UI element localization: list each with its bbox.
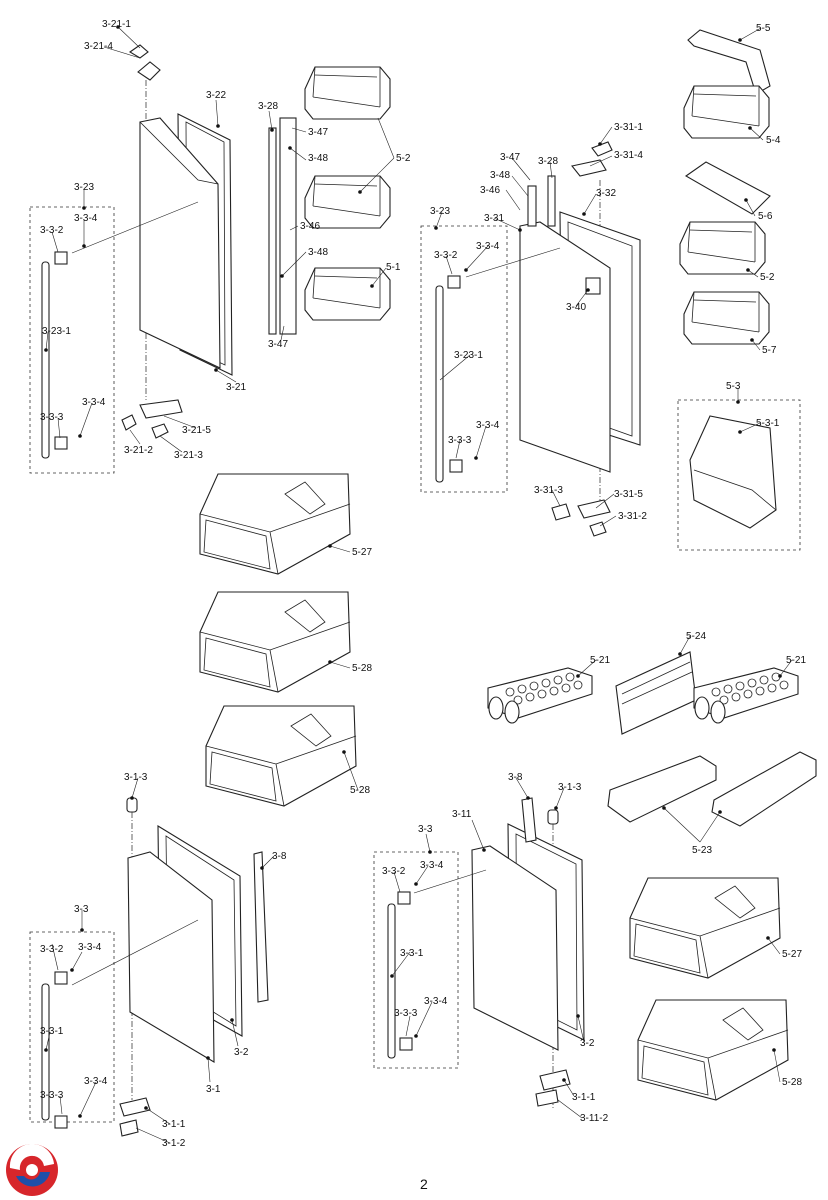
label-5-7: 5-7 [762, 345, 777, 356]
leader-dots [44, 25, 782, 1118]
label-5-6: 5-6 [758, 211, 773, 222]
label-3-22: 3-22 [206, 90, 226, 101]
label-3-23-1-b: 3-23-1 [454, 350, 483, 361]
label-3-31-2: 3-31-2 [618, 511, 647, 522]
label-3-1-1-b: 3-1-1 [572, 1092, 596, 1103]
label-3-1-2: 3-1-2 [162, 1138, 186, 1149]
label-3-23-a: 3-23 [74, 182, 94, 193]
label-3-3-4-g: 3-3-4 [420, 860, 444, 871]
label-3-3-4-e: 3-3-4 [78, 942, 102, 953]
label-5-1: 5-1 [386, 262, 401, 273]
label-5-4: 5-4 [766, 135, 781, 146]
label-3-1-3-a: 3-1-3 [124, 772, 148, 783]
label-3-3-4-a: 3-3-4 [74, 213, 98, 224]
label-5-28-c: 5-28 [782, 1077, 802, 1088]
label-3-3-4-h: 3-3-4 [424, 996, 448, 1007]
label-3-46-b: 3-46 [480, 185, 500, 196]
brand-logo [6, 1143, 58, 1196]
label-3-31-3: 3-31-3 [534, 485, 563, 496]
label-3-23-b: 3-23 [430, 206, 450, 217]
crisper-drawers-group [199, 473, 357, 807]
label-3-31: 3-31 [484, 213, 504, 224]
label-3-21-1: 3-21-1 [102, 19, 131, 30]
label-3-31-4: 3-31-4 [614, 150, 643, 161]
label-3-47-c: 3-47 [500, 152, 520, 163]
label-3-21-3: 3-21-3 [174, 450, 203, 461]
label-3-28-b: 3-28 [538, 156, 558, 167]
bottom-right-door-assembly [373, 797, 585, 1110]
label-5-2-a: 5-2 [396, 153, 411, 164]
label-3-32: 3-32 [596, 188, 616, 199]
label-5-3: 5-3 [726, 381, 741, 392]
label-3-11: 3-11 [452, 809, 472, 820]
label-3-46-a: 3-46 [300, 221, 320, 232]
label-5-3-1: 5-3-1 [756, 418, 780, 429]
leader-lines [45, 26, 793, 1144]
label-3-3-4-c: 3-3-4 [476, 241, 500, 252]
label-3-21-4: 3-21-4 [84, 41, 113, 52]
label-3-3-a: 3-3 [74, 904, 89, 915]
label-5-21-a: 5-21 [590, 655, 610, 666]
label-3-48-c: 3-48 [490, 170, 510, 181]
ice-trays-group [487, 651, 817, 1101]
label-3-3-2-b: 3-3-2 [434, 250, 458, 261]
label-3-47-b: 3-47 [268, 339, 288, 350]
bottom-left-door-assembly [29, 797, 269, 1137]
label-5-23: 5-23 [692, 845, 712, 856]
label-3-1: 3-1 [206, 1084, 221, 1095]
label-3-8-a: 3-8 [272, 851, 287, 862]
label-3-3-3-a: 3-3-3 [40, 412, 64, 423]
label-3-11-2: 3-11-2 [580, 1113, 609, 1124]
label-3-48-a: 3-48 [308, 153, 328, 164]
label-5-28-b: 5-28 [350, 785, 370, 796]
door-shelves-group [677, 29, 801, 551]
label-3-3-1-a: 3-3-1 [40, 1026, 64, 1037]
label-3-3-2-c: 3-3-2 [40, 944, 64, 955]
label-5-5: 5-5 [756, 23, 771, 34]
label-3-1-1-a: 3-1-1 [162, 1119, 186, 1130]
label-3-31-5: 3-31-5 [614, 489, 643, 500]
label-3-2-a: 3-2 [234, 1047, 249, 1058]
page-number: 2 [420, 1176, 428, 1192]
label-3-3-1-b: 3-3-1 [400, 948, 424, 959]
label-3-3-4-d: 3-3-4 [476, 420, 500, 431]
label-3-3-2-a: 3-3-2 [40, 225, 64, 236]
label-5-27-b: 5-27 [782, 949, 802, 960]
label-3-3-2-d: 3-3-2 [382, 866, 406, 877]
top-right-door-assembly [420, 141, 641, 537]
label-5-21-b: 5-21 [786, 655, 806, 666]
label-3-1-3-b: 3-1-3 [558, 782, 582, 793]
label-3-8-b: 3-8 [508, 772, 523, 783]
part-labels: 3-21-1 3-21-4 3-22 3-28 3-47 3-48 3-46 3… [40, 19, 806, 1149]
label-3-3-4-f: 3-3-4 [84, 1076, 108, 1087]
label-3-3-3-c: 3-3-3 [40, 1090, 64, 1101]
top-left-door-assembly [29, 44, 391, 474]
label-3-21-2: 3-21-2 [124, 445, 153, 456]
label-3-2-b: 3-2 [580, 1038, 595, 1049]
label-3-3-3-d: 3-3-3 [394, 1008, 418, 1019]
label-3-3-3-b: 3-3-3 [448, 435, 472, 446]
label-3-47-a: 3-47 [308, 127, 328, 138]
label-3-3-4-b: 3-3-4 [82, 397, 106, 408]
label-3-21-5: 3-21-5 [182, 425, 211, 436]
label-3-48-b: 3-48 [308, 247, 328, 258]
label-5-27-a: 5-27 [352, 547, 372, 558]
label-3-28-a: 3-28 [258, 101, 278, 112]
label-3-21: 3-21 [226, 382, 246, 393]
label-5-24: 5-24 [686, 631, 706, 642]
label-3-31-1: 3-31-1 [614, 122, 643, 133]
label-3-40: 3-40 [566, 302, 586, 313]
label-3-3-b: 3-3 [418, 824, 433, 835]
label-5-2-b: 5-2 [760, 272, 775, 283]
label-3-23-1-a: 3-23-1 [42, 326, 71, 337]
label-5-28-a: 5-28 [352, 663, 372, 674]
